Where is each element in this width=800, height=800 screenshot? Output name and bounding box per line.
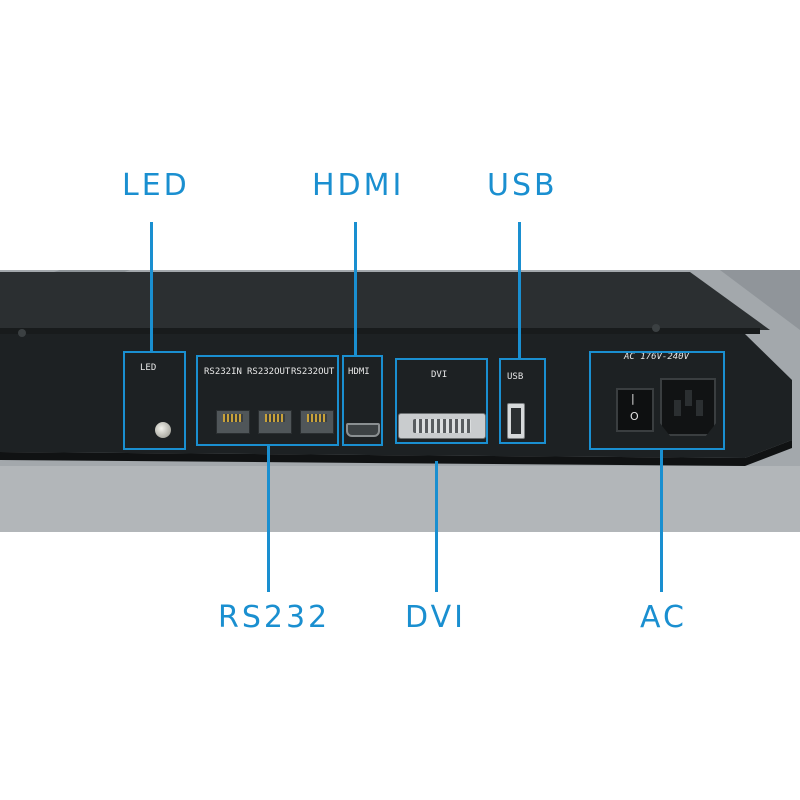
device-photo: | O LED RS232IN RS232OUT RS232OUT HDMI D… — [0, 270, 800, 532]
hdmi-leader-line — [354, 222, 357, 356]
usb-port — [507, 403, 525, 439]
rs232-leader-line — [267, 446, 270, 592]
panel-label-ac: AC 176V-240V — [624, 352, 690, 362]
panel-label-rs232-in: RS232IN — [204, 367, 242, 377]
panel-label-dvi: DVI — [431, 370, 448, 380]
hdmi-highlight-box — [342, 355, 383, 446]
usb-highlight-box — [499, 358, 546, 444]
dvi-leader-line — [435, 461, 438, 592]
dvi-port — [398, 413, 486, 439]
led-indicator — [155, 422, 171, 438]
ac-leader-line — [660, 450, 663, 592]
led-leader-line — [150, 222, 153, 352]
ac-pin-left — [674, 400, 681, 416]
callout-hdmi: HDMI — [312, 168, 405, 203]
rs232-in-port — [216, 410, 250, 434]
hdmi-port — [346, 423, 380, 437]
usb-leader-line — [518, 222, 521, 359]
usb-port-tongue — [511, 408, 521, 434]
power-switch-on-mark: | — [631, 392, 635, 405]
panel-label-led: LED — [140, 363, 157, 373]
rs232-out-port-2 — [300, 410, 334, 434]
panel-label-rs232-out-1: RS232OUT — [247, 367, 291, 377]
ac-highlight-box — [589, 351, 725, 450]
dvi-highlight-box — [395, 358, 488, 444]
panel-label-usb: USB — [507, 372, 524, 382]
power-switch-off-mark: O — [630, 410, 639, 423]
power-switch: | O — [616, 388, 654, 432]
panel-label-rs232-out-2: RS232OUT — [291, 367, 335, 377]
callout-led: LED — [122, 168, 190, 203]
callout-dvi: DVI — [405, 600, 466, 635]
panel-label-hdmi: HDMI — [348, 367, 370, 377]
ac-pin-right — [696, 400, 703, 416]
dvi-port-pins — [413, 419, 471, 433]
led-highlight-box — [123, 351, 186, 450]
callout-ac: AC — [640, 600, 687, 635]
callout-usb: USB — [487, 168, 558, 203]
callout-rs232: RS232 — [218, 600, 331, 635]
ac-power-inlet — [660, 378, 716, 436]
ac-pin-center — [685, 390, 692, 406]
rs232-highlight-box — [196, 355, 339, 446]
rs232-out-port-1 — [258, 410, 292, 434]
